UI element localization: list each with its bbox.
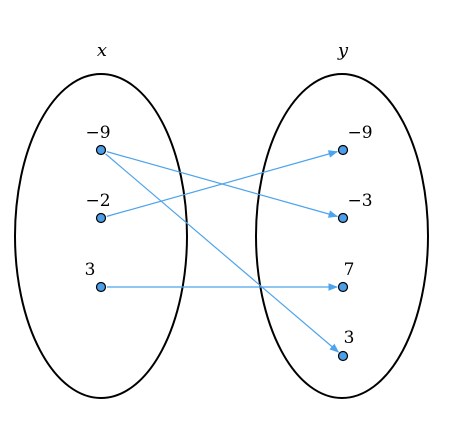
domain-dot bbox=[95, 212, 107, 224]
domain-value-label: 3 bbox=[85, 260, 96, 280]
codomain-element: 7 bbox=[337, 260, 355, 293]
codomain-value-label: −3 bbox=[347, 191, 372, 211]
codomain-element: −9 bbox=[337, 123, 373, 156]
codomain-set-title: y bbox=[337, 40, 349, 61]
domain-value-label: −2 bbox=[85, 191, 110, 211]
codomain-value-label: −9 bbox=[347, 123, 372, 143]
mapping-arrow bbox=[105, 153, 340, 353]
codomain-value-label: 3 bbox=[344, 328, 355, 348]
mapping-arrows bbox=[105, 150, 340, 353]
mapping-arrow bbox=[106, 150, 339, 217]
domain-set-title: x bbox=[97, 40, 107, 61]
domain-dot bbox=[95, 281, 107, 293]
domain-dot bbox=[95, 144, 107, 156]
codomain-value-label: 7 bbox=[344, 260, 355, 280]
domain-value-label: −9 bbox=[85, 123, 110, 143]
codomain-dot bbox=[337, 350, 349, 362]
codomain-dot bbox=[337, 212, 349, 224]
codomain-dot bbox=[337, 281, 349, 293]
domain-set-oval bbox=[14, 73, 188, 399]
codomain-dot bbox=[337, 144, 349, 156]
codomain-set-oval bbox=[255, 73, 429, 399]
domain-element: 3 bbox=[85, 260, 107, 293]
domain-element: −9 bbox=[85, 123, 111, 156]
codomain-element: −3 bbox=[337, 191, 373, 224]
codomain-element: 3 bbox=[337, 328, 355, 362]
domain-element: −2 bbox=[85, 191, 111, 224]
